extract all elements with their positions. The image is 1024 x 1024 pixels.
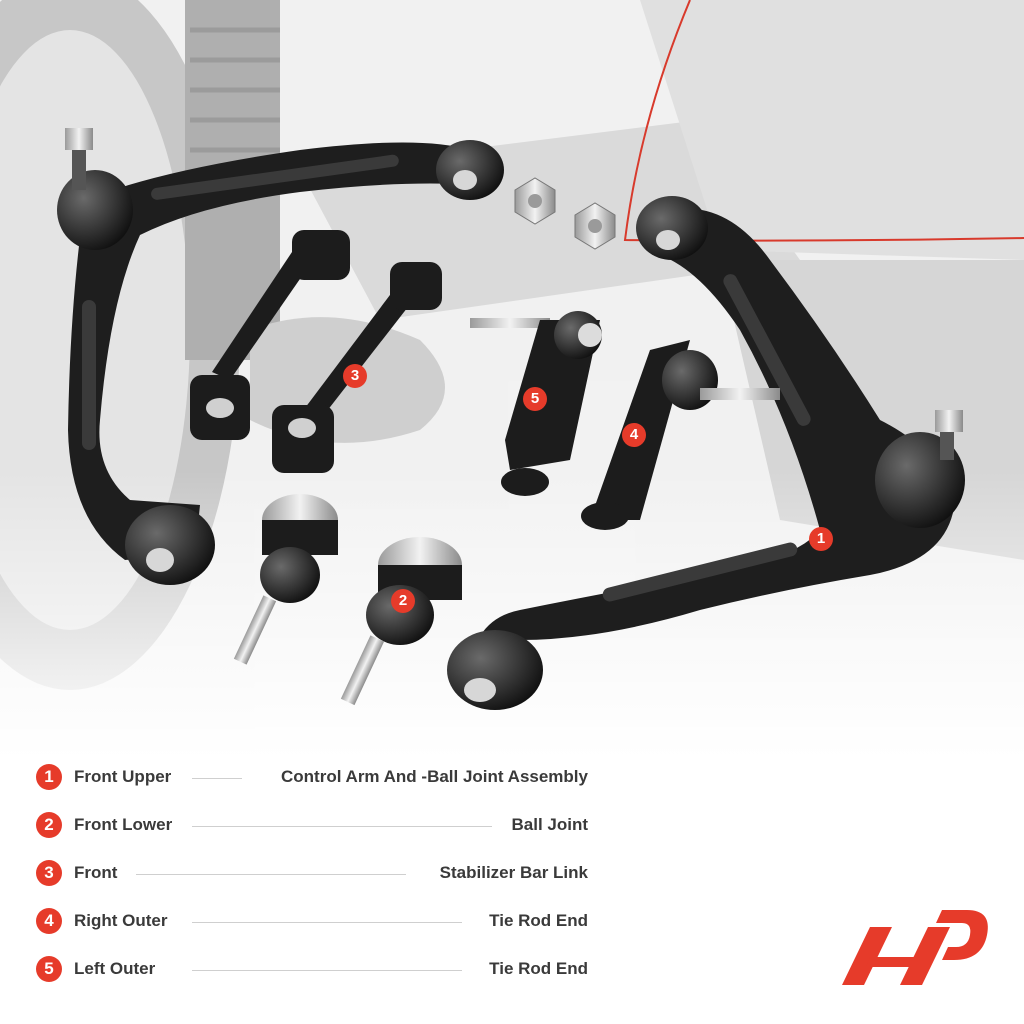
legend-part-label: Control Arm And -Ball Joint Assembly <box>281 767 588 786</box>
callout-badge-2: 2 <box>391 589 415 613</box>
legend-row-5: 5 Left Outer Tie Rod End <box>36 956 596 986</box>
legend-leader-line <box>192 970 462 971</box>
legend-position-label: Right Outer <box>74 911 168 930</box>
legend-number-badge: 3 <box>36 860 62 886</box>
stabilizer-bar-links <box>190 230 442 473</box>
legend-row-3: 3 Front Stabilizer Bar Link <box>36 860 596 890</box>
brand-logo <box>842 910 988 985</box>
legend-leader-line <box>192 826 492 827</box>
ball-joints <box>233 494 462 706</box>
legend-number-badge: 2 <box>36 812 62 838</box>
callout-badge-4: 4 <box>622 423 646 447</box>
legend-number-badge: 4 <box>36 908 62 934</box>
legend-part-label: Tie Rod End <box>489 959 588 978</box>
legend-number-badge: 1 <box>36 764 62 790</box>
legend-row-2: 2 Front Lower Ball Joint <box>36 812 596 842</box>
legend-part-label: Tie Rod End <box>489 911 588 930</box>
legend-leader-line <box>192 778 242 779</box>
right-upper-control-arm <box>447 196 965 710</box>
legend-part-label: Stabilizer Bar Link <box>439 863 588 882</box>
legend-position-label: Front Upper <box>74 767 172 786</box>
product-photo <box>0 0 1024 760</box>
callout-badge-3: 3 <box>343 364 367 388</box>
legend-row-1: 1 Front Upper Control Arm And -Ball Join… <box>36 764 596 794</box>
left-upper-control-arm <box>57 128 504 585</box>
legend-position-label: Left Outer <box>74 959 156 978</box>
legend-part-label: Ball Joint <box>511 815 588 834</box>
callout-badge-1: 1 <box>809 527 833 551</box>
callout-badge-5: 5 <box>523 387 547 411</box>
left-outer-tie-rod-end <box>470 311 602 496</box>
legend-row-4: 4 Right Outer Tie Rod End <box>36 908 596 938</box>
legend-leader-line <box>136 874 406 875</box>
legend-number-badge: 5 <box>36 956 62 982</box>
legend-leader-line <box>192 922 462 923</box>
legend-position-label: Front <box>74 863 118 882</box>
legend-position-label: Front Lower <box>74 815 173 834</box>
hex-nuts <box>514 177 616 250</box>
